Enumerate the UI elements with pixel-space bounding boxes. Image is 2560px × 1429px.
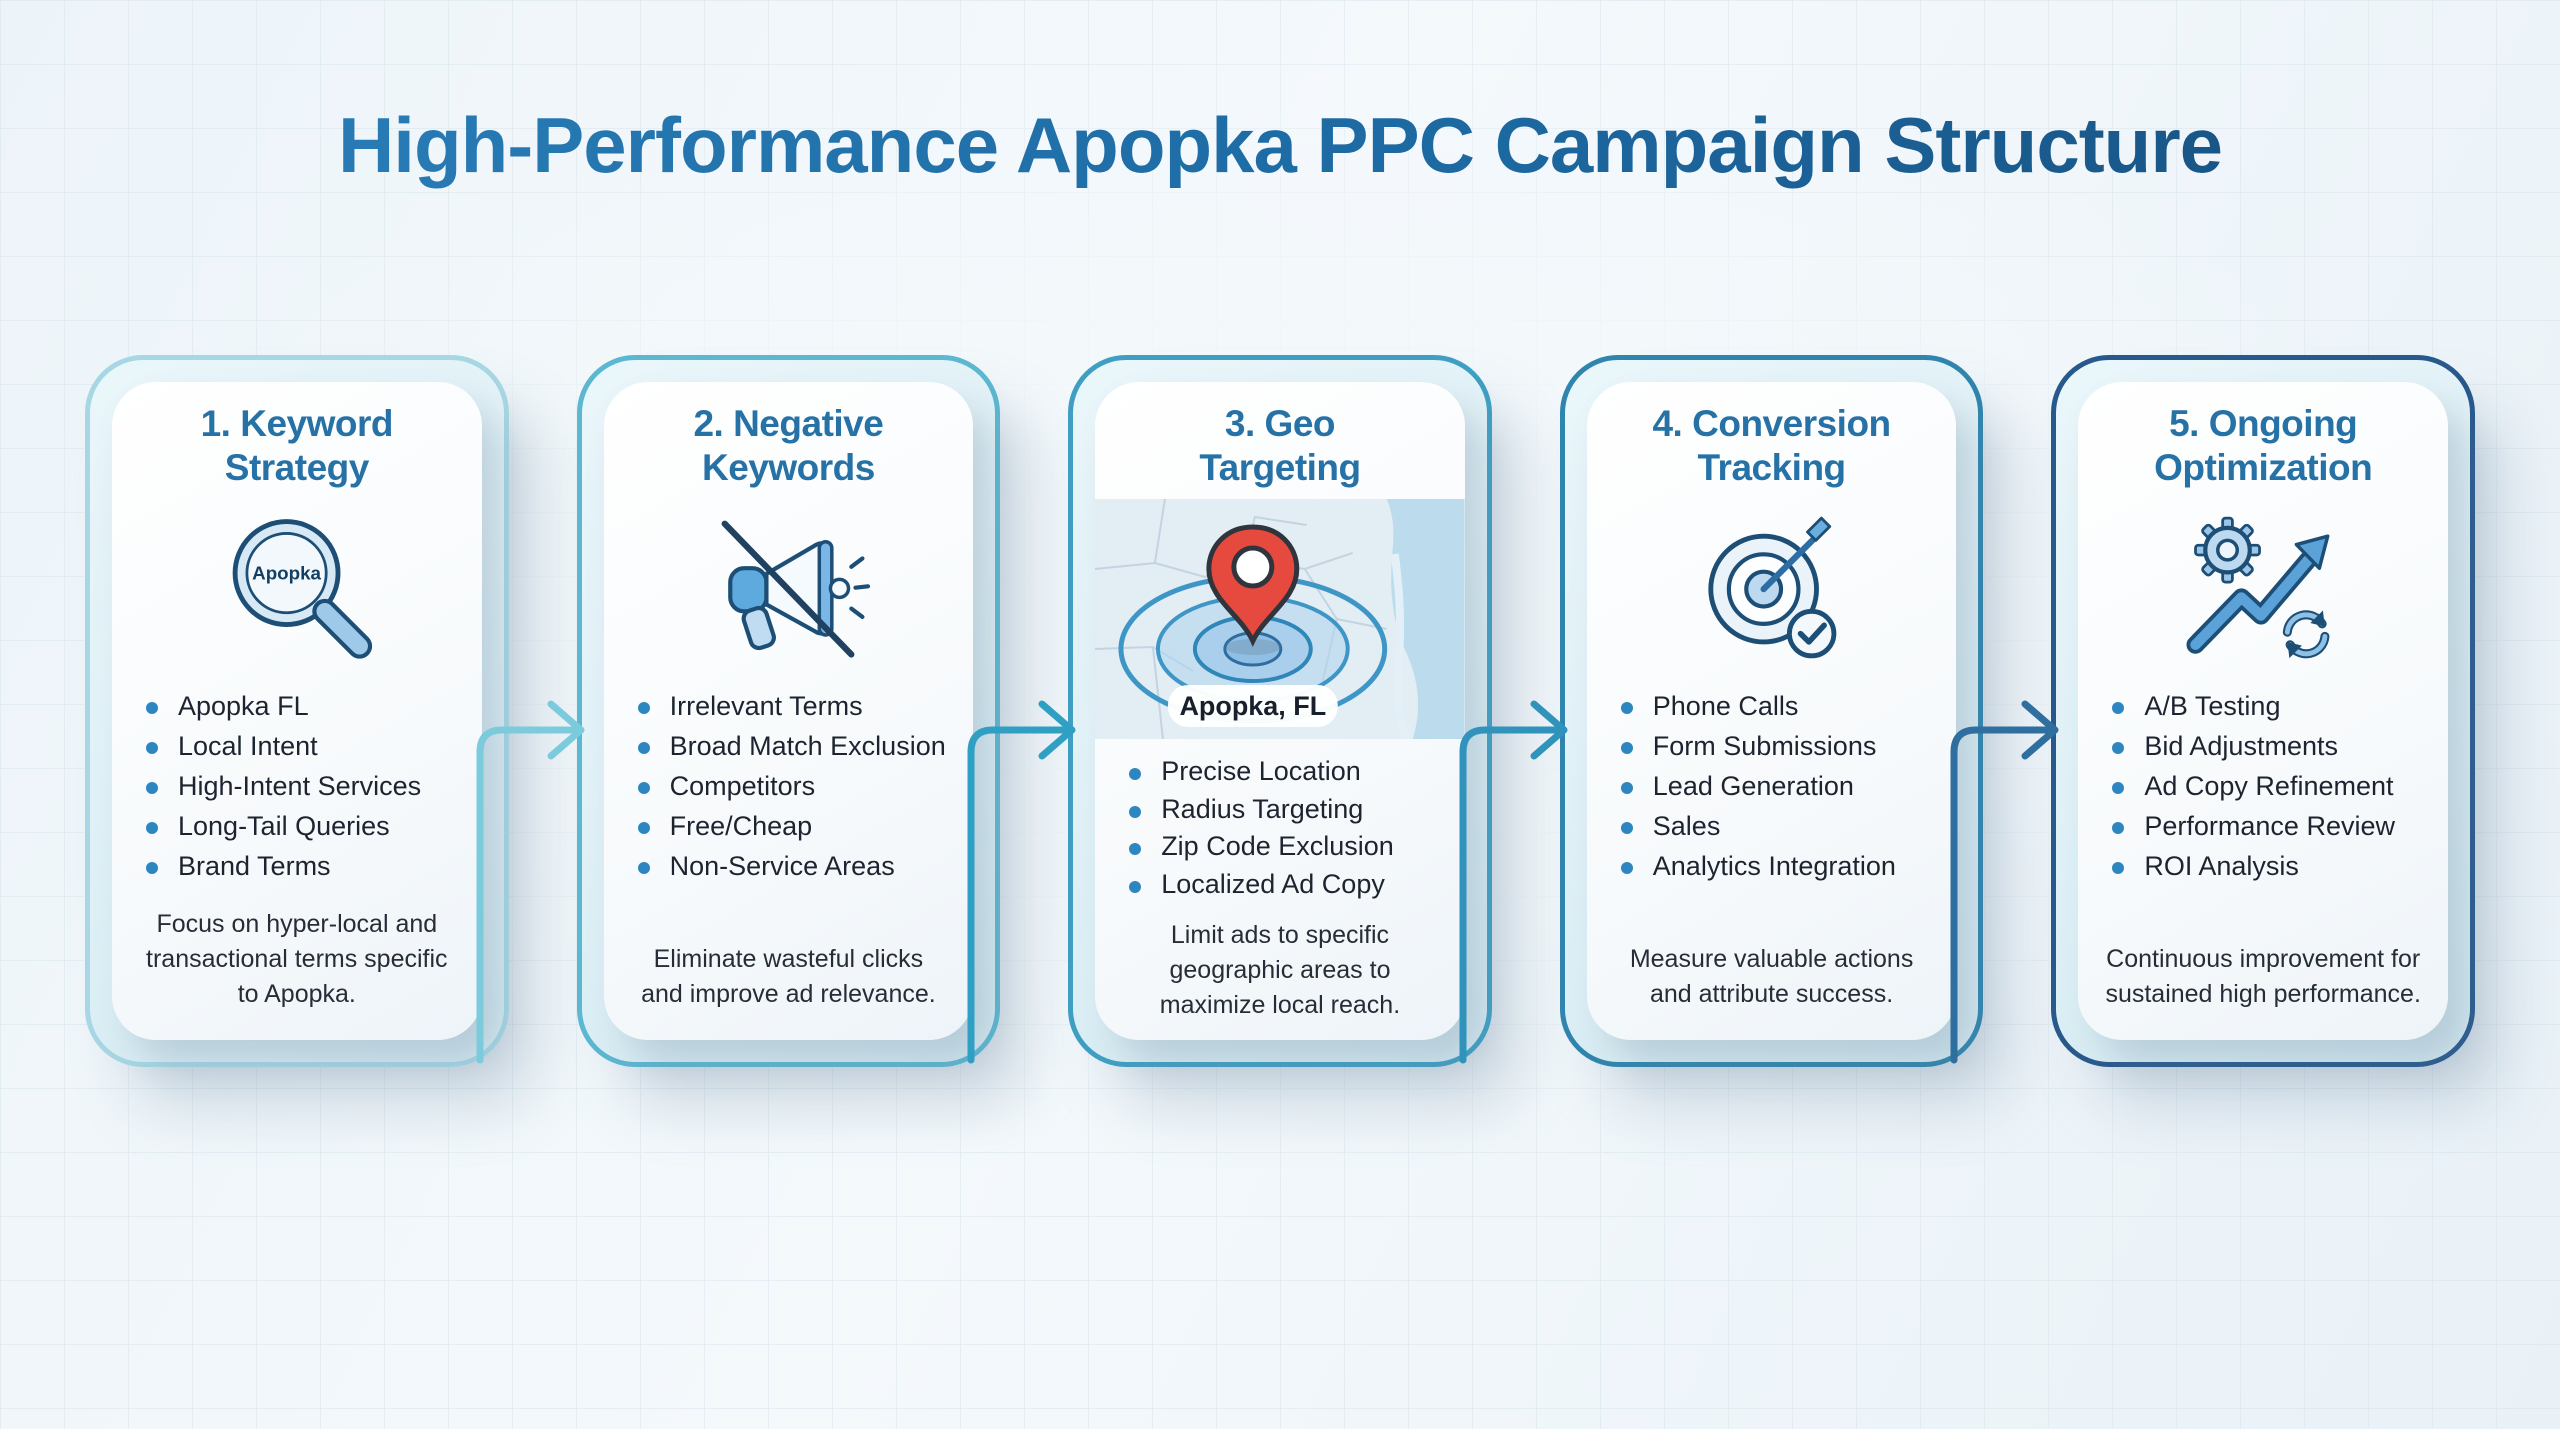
flow-right-arrow: [476, 700, 585, 1064]
bullet-item: Free/Cheap: [637, 807, 958, 847]
bullet-item: Ad Copy Refinement: [2112, 767, 2432, 807]
bullet-item: Analytics Integration: [1620, 847, 1941, 887]
bullet-item: Apopka FL: [146, 687, 466, 727]
card-geo-targeting: 3. Geo Targeting: [1068, 355, 1492, 1067]
flow-right-arrow: [967, 700, 1076, 1064]
gear-growth-icon-svg: [2186, 516, 2330, 659]
pin-icon: [1206, 524, 1300, 655]
card-negative-keywords: 2. Negative Keywords Irrelevant Terms Br…: [576, 355, 1001, 1067]
bullet-item: Performance Review: [2112, 807, 2432, 847]
card-footer: Limit ads to specific geographic areas t…: [1159, 920, 1401, 1019]
bullet-item: Irrelevant Terms: [637, 687, 958, 727]
card-heading: 2. Negative Keywords: [693, 403, 884, 489]
card-heading: 4. Conversion Tracking: [1652, 403, 1891, 489]
bullet-item: Phone Calls: [1620, 687, 1941, 727]
card-heading: 5. Ongoing Optimization: [2154, 403, 2373, 489]
target-arrow-icon: [1587, 501, 1957, 673]
bullet-item: Non-Service Areas: [637, 847, 958, 887]
map-label: Apopka, FL: [1180, 691, 1327, 721]
refresh-icon: [2282, 610, 2330, 659]
card-heading: 1. Keyword Strategy: [200, 403, 394, 489]
muted-megaphone-icon: [604, 501, 974, 673]
bullet-list: Irrelevant Terms Broad Match Exclusion C…: [604, 687, 974, 887]
bullet-list: Phone Calls Form Submissions Lead Genera…: [1587, 687, 1957, 887]
gear: [2194, 516, 2262, 584]
dart-fletching: [1805, 516, 1831, 542]
magnifier-icon: Apopka: [112, 501, 482, 673]
target-arrow-icon-svg: [1707, 516, 1836, 659]
card-inner: 5. Ongoing Optimization: [2078, 382, 2448, 1040]
magnifier-icon-svg: Apopka: [232, 518, 372, 659]
card-footer: Measure valuable actions and attribute s…: [1629, 945, 1914, 1008]
muted-megaphone-icon-svg: [721, 520, 871, 658]
card-inner: 4. Conversion Tracking Phone Calls Form …: [1586, 382, 1957, 1040]
flow-right-arrow: [1459, 700, 1568, 1064]
card-ongoing-optimization: 5. Ongoing Optimization: [2051, 355, 2475, 1067]
bullet-list: Apopka FL Local Intent High-Intent Servi…: [112, 687, 482, 887]
bullet-item: ROI Analysis: [2112, 847, 2432, 887]
card-heading: 3. Geo Targeting: [1199, 403, 1361, 489]
bullet-list: Precise Location Radius Targeting Zip Co…: [1095, 753, 1465, 904]
card-inner: 1. Keyword Strategy Apopka Apopka FL Loc…: [112, 382, 482, 1040]
dart-shaft: [1760, 534, 1818, 592]
bullet-item: Lead Generation: [1620, 767, 1941, 807]
page-title: High-Performance Apopka PPC Campaign Str…: [0, 100, 2560, 191]
geo-map-svg: Apopka, FL: [1095, 498, 1465, 739]
bullet-item: Localized Ad Copy: [1129, 866, 1449, 904]
card-footer: Continuous improvement for sustained hig…: [2105, 945, 2421, 1008]
card-conversion-tracking: 4. Conversion Tracking Phone Calls Form …: [1559, 355, 1984, 1067]
card-inner: 3. Geo Targeting: [1095, 382, 1465, 1040]
bullet-item: Competitors: [637, 767, 958, 807]
bullet-item: Precise Location: [1129, 753, 1449, 791]
map-label-pill: Apopka, FL: [1168, 684, 1338, 727]
flow-right-arrow: [1950, 700, 2059, 1064]
slash-line: [721, 520, 855, 658]
bullet-item: Zip Code Exclusion: [1129, 828, 1449, 866]
bullet-item: Bid Adjustments: [2112, 727, 2432, 767]
bullet-list: A/B Testing Bid Adjustments Ad Copy Refi…: [2078, 687, 2448, 887]
cards-row: 1. Keyword Strategy Apopka Apopka FL Loc…: [85, 355, 2475, 1067]
bullet-item: Sales: [1620, 807, 1941, 847]
bullet-item: Radius Targeting: [1129, 791, 1449, 829]
bullet-item: Brand Terms: [146, 847, 466, 887]
magnifier-label: Apopka: [252, 562, 321, 583]
bullet-item: High-Intent Services: [146, 767, 466, 807]
bullet-item: Broad Match Exclusion: [637, 727, 958, 767]
bullet-item: Long-Tail Queries: [146, 807, 466, 847]
geo-map: Apopka, FL: [1095, 498, 1465, 739]
bullet-item: Form Submissions: [1620, 727, 1941, 767]
gear-growth-icon: [2078, 501, 2448, 673]
card-keyword-strategy: 1. Keyword Strategy Apopka Apopka FL Loc…: [85, 355, 509, 1067]
map-water: [1362, 498, 1465, 739]
bullet-item: A/B Testing: [2112, 687, 2432, 727]
bullet-item: Local Intent: [146, 727, 466, 767]
card-footer: Eliminate wasteful clicks and improve ad…: [641, 945, 936, 1008]
card-footer: Focus on hyper-local and transactional t…: [146, 910, 448, 1008]
card-inner: 2. Negative Keywords Irrelevant Terms Br…: [603, 382, 974, 1040]
check-circle: [1786, 608, 1836, 659]
